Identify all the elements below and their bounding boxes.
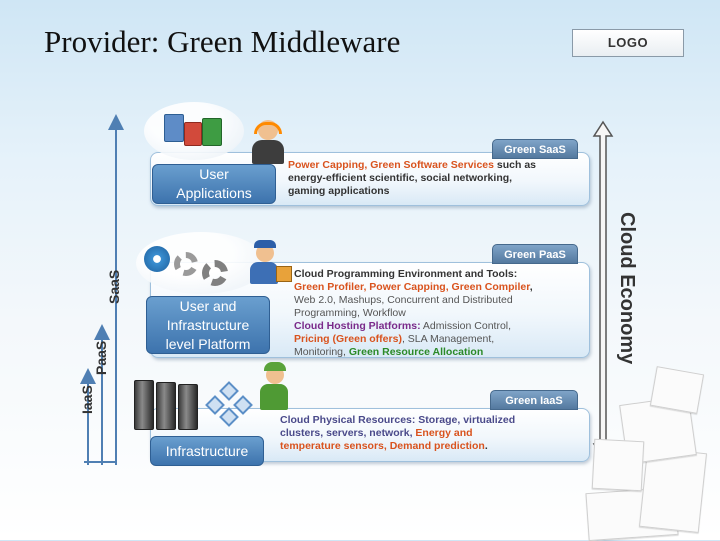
infrastructure-box: Infrastructure <box>150 436 264 466</box>
saas-desc-text: such as <box>494 159 537 171</box>
iaas-line2-start: clusters, servers, network, <box>280 427 416 439</box>
user-applications-box: User Applications <box>152 164 276 204</box>
saas-desc-line2: energy-efficient scientific, social netw… <box>288 172 513 184</box>
platform-box: User and Infrastructure level Platform <box>146 296 270 354</box>
green-saas-tag: Green SaaS <box>492 139 578 159</box>
paas-hosting-label: Cloud Hosting Platforms: <box>294 320 421 332</box>
infrastructure-label: Infrastructure <box>165 442 249 459</box>
paas-line4: Programming, Workflow <box>294 307 406 319</box>
paas-green-allocation: Green Resource Allocation <box>348 346 484 358</box>
paas-line7-start: Monitoring, <box>294 346 349 358</box>
saas-label: SaaS <box>106 269 122 304</box>
application-icons <box>160 108 230 154</box>
developer-person-icon <box>248 240 294 288</box>
iaas-label: IaaS <box>79 385 95 414</box>
saas-description: Power Capping, Green Software Services s… <box>288 159 588 198</box>
support-person-icon <box>250 118 286 166</box>
green-paas-tag: Green PaaS <box>492 244 578 264</box>
user-applications-line1: User <box>199 166 229 182</box>
paper-stack-icon <box>583 340 713 541</box>
paas-line6-end: , SLA Management, <box>401 333 495 345</box>
platform-line3: level Platform <box>165 335 251 352</box>
platform-line2: Infrastructure <box>166 316 250 333</box>
gears-icon <box>144 240 244 292</box>
technician-person-icon <box>258 362 294 412</box>
layer-arrows <box>80 114 124 465</box>
saas-desc-line3: gaming applications <box>288 185 390 197</box>
paas-line3: Web 2.0, Mashups, Concurrent and Distrib… <box>294 294 513 306</box>
iaas-description: Cloud Physical Resources: Storage, virtu… <box>280 414 586 453</box>
paas-line5-end: Admission Control, <box>420 320 512 332</box>
paas-description: Cloud Programming Environment and Tools:… <box>294 268 586 359</box>
page-title: Provider: Green Middleware <box>44 24 401 59</box>
green-iaas-tag: Green IaaS <box>490 390 578 410</box>
network-nodes-icon <box>204 381 260 428</box>
server-rack-icon <box>134 376 204 432</box>
iaas-sensors: temperature sensors, Demand prediction <box>280 440 485 452</box>
paas-label: PaaS <box>93 340 109 375</box>
platform-line1: User and <box>179 297 237 314</box>
saas-green-services: Power Capping, Green Software Services <box>288 159 494 171</box>
paas-line1: Cloud Programming Environment and Tools: <box>294 268 518 280</box>
iaas-line1: Cloud Physical Resources: Storage, virtu… <box>280 414 516 426</box>
paas-green-tools: Green Profiler, Power Capping, Green Com… <box>294 281 530 293</box>
paas-pricing: Pricing (Green offers) <box>294 333 402 345</box>
iaas-energy: Energy and <box>415 427 473 439</box>
user-applications-line2: Applications <box>176 185 252 201</box>
iaas-line3-end: . <box>484 440 488 452</box>
paas-line2-end: , <box>529 281 533 293</box>
logo: LOGO <box>572 29 684 57</box>
